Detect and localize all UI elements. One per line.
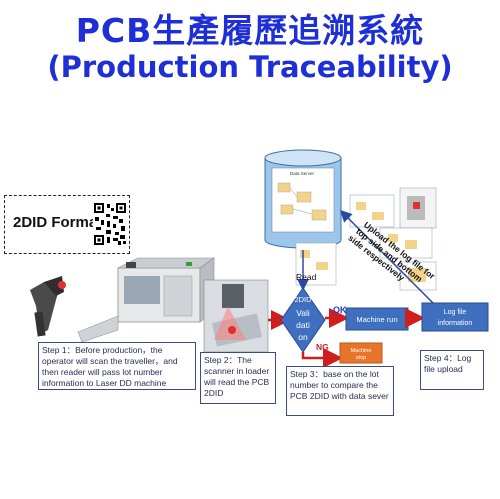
ng-label: NG [316,342,329,352]
step-2-text: Step 2：The scanner in loader will read t… [204,355,270,398]
loader-scanner-photo [203,279,269,353]
step-2-box: Step 2：The scanner in loader will read t… [200,352,276,404]
svg-text:2DID: 2DID [294,295,312,304]
2did-format-card: 2DID Format [4,195,130,254]
machine-run-box: Machine run [345,307,409,331]
ng-arrow [301,348,343,368]
read-label: Read [296,272,317,282]
data-server-label: Data Server [290,171,315,176]
svg-text:information: information [438,320,473,327]
2did-format-label: 2DID Format [13,214,103,231]
data-server-database: Data Server [264,149,342,249]
step-4-box: Step 4：Log file upload [420,350,484,390]
machine-stop-box: Machine stop [339,342,383,364]
step-3-box: Step 3：base on the lot number to compare… [286,366,394,416]
svg-text:on: on [298,332,308,342]
laser-machine [77,257,215,343]
page-title: PCB生產履歷追溯系統 [75,11,425,50]
svg-text:stop: stop [356,355,366,361]
page-subtitle: (Production Traceability) [47,50,453,84]
svg-text:Vali: Vali [296,308,310,318]
step-1-box: Step 1：Before production，the operator wi… [38,342,196,390]
svg-text:Machine: Machine [351,348,372,354]
step-1-text: Step 1：Before production，the operator wi… [42,345,178,388]
log-file-box: Log file information [421,302,489,332]
step-3-text: Step 3：base on the lot number to compare… [290,369,389,401]
ok-label: OK [333,305,347,315]
machine-run-label: Machine run [356,315,397,324]
step-4-text: Step 4：Log file upload [424,353,472,374]
svg-text:dati: dati [296,320,310,330]
svg-text:Log file: Log file [444,309,467,316]
upload-arrow [339,209,441,311]
handheld-scanner [30,276,66,337]
qr-code-icon [93,202,127,246]
